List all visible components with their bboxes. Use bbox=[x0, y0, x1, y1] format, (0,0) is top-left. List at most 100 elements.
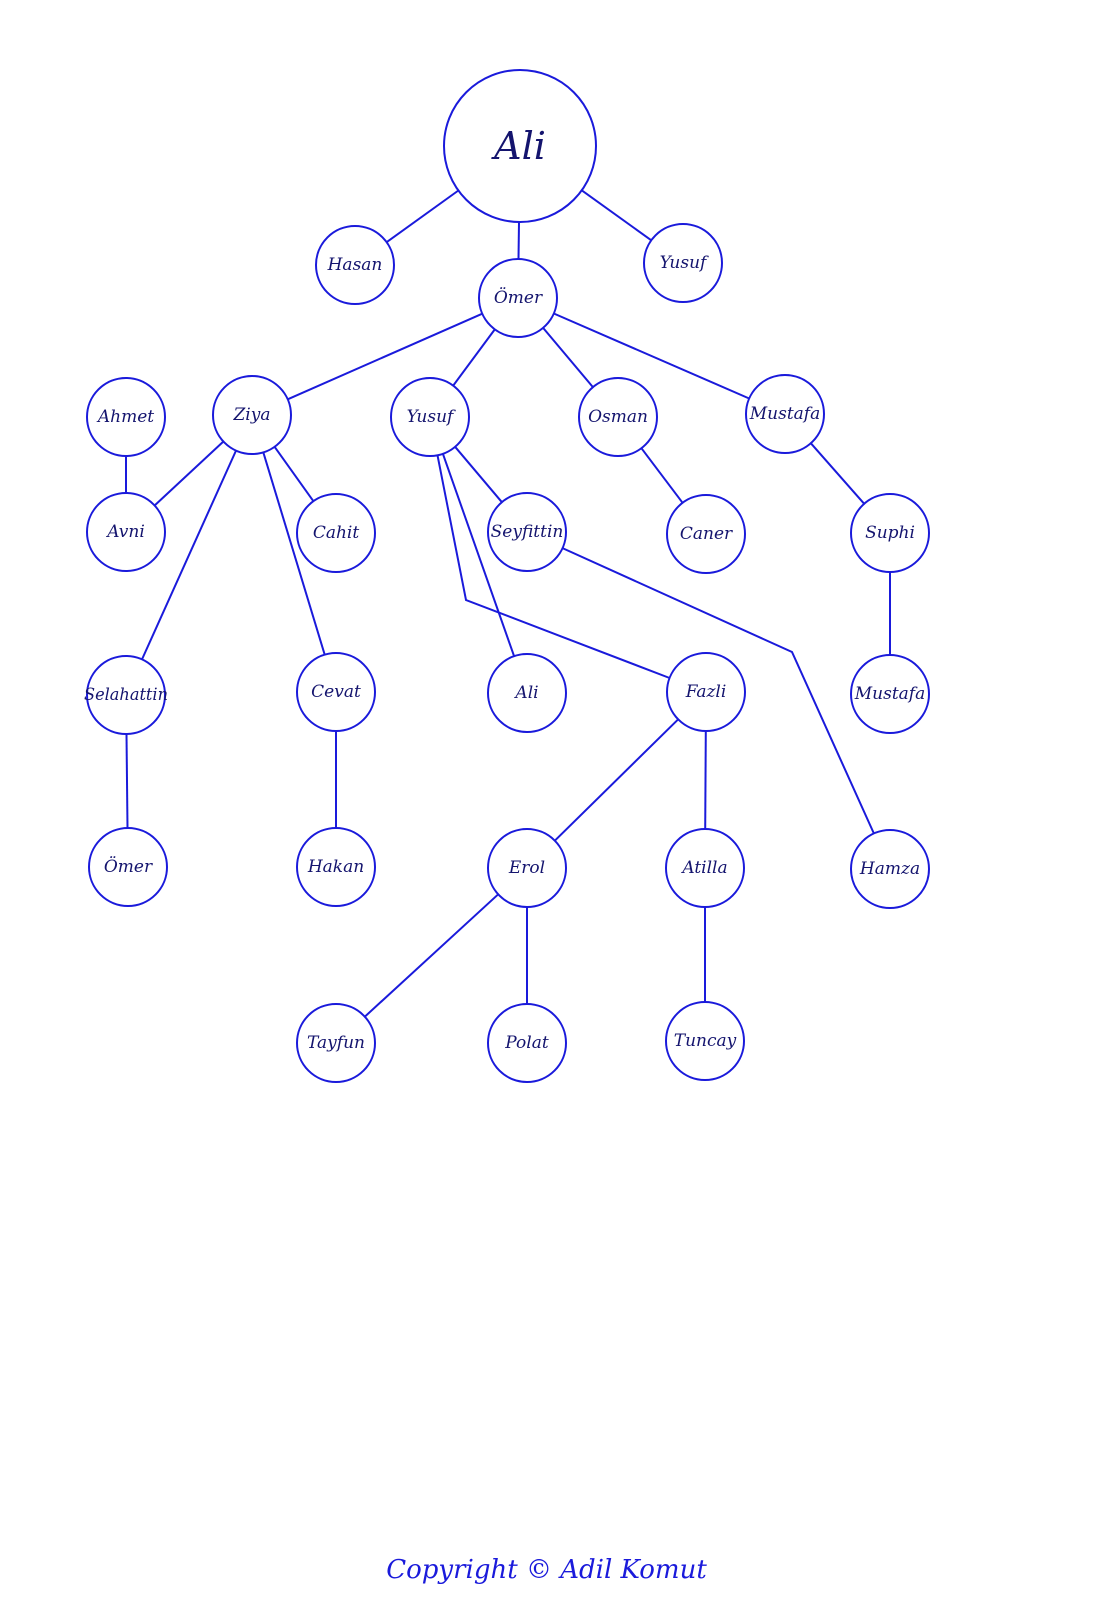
person-node-hamza: Hamza bbox=[850, 829, 930, 909]
person-node-osman: Osman bbox=[578, 377, 658, 457]
node-circle bbox=[666, 494, 746, 574]
edge-ziya-cahit bbox=[273, 446, 315, 502]
edge-erol-tayfun bbox=[364, 893, 499, 1018]
tree-edges bbox=[125, 189, 891, 1018]
person-name-label: Suphi bbox=[865, 523, 915, 543]
person-name-label: Tayfun bbox=[307, 1033, 365, 1053]
person-node-ahmet: Ahmet bbox=[86, 377, 166, 457]
node-circle bbox=[296, 1003, 376, 1083]
node-circle bbox=[86, 492, 166, 572]
person-name-label: Osman bbox=[588, 407, 648, 427]
person-node-caner: Caner bbox=[666, 494, 746, 574]
node-circle bbox=[296, 493, 376, 573]
person-node-fazli: Fazli bbox=[666, 652, 746, 732]
person-name-label: Ziya bbox=[233, 405, 271, 425]
edge-omer-osman bbox=[542, 327, 594, 388]
node-circle bbox=[487, 1003, 567, 1083]
person-name-label: Cevat bbox=[311, 682, 361, 702]
node-circle bbox=[315, 225, 395, 305]
person-node-tuncay: Tuncay bbox=[665, 1001, 745, 1081]
person-node-ali_root: Ali bbox=[443, 69, 597, 223]
edge-ziya-cevat bbox=[262, 452, 326, 655]
person-name-label: Fazli bbox=[685, 682, 727, 702]
node-circle bbox=[88, 827, 168, 907]
person-node-atilla: Atilla bbox=[665, 828, 745, 908]
copyright-text: Copyright © Adil Komut bbox=[386, 1555, 707, 1585]
node-circle bbox=[850, 654, 930, 734]
edge-ziya-selahattin bbox=[141, 450, 237, 660]
person-node-selahattin: Selahattin bbox=[84, 655, 168, 735]
edge-fazli-erol bbox=[554, 718, 679, 842]
person-node-mustafa: Mustafa bbox=[745, 374, 825, 454]
person-name-label: Hasan bbox=[327, 255, 383, 275]
person-name-label: Avni bbox=[105, 522, 145, 542]
node-circle bbox=[487, 828, 567, 908]
person-name-label: Yusuf bbox=[407, 407, 456, 427]
person-node-hakan: Hakan bbox=[296, 827, 376, 907]
person-name-label: Ömer bbox=[494, 287, 543, 308]
node-circle bbox=[443, 69, 597, 223]
person-node-polat: Polat bbox=[487, 1003, 567, 1083]
person-name-label: Erol bbox=[508, 858, 545, 878]
person-name-label: Ali bbox=[513, 683, 538, 703]
person-node-tayfun: Tayfun bbox=[296, 1003, 376, 1083]
person-name-label: Caner bbox=[680, 524, 733, 544]
person-name-label: Seyfittin bbox=[491, 522, 564, 542]
person-name-label: Hakan bbox=[307, 857, 364, 877]
person-name-label: Ali bbox=[491, 124, 546, 168]
person-name-label: Ahmet bbox=[96, 407, 154, 427]
node-circle bbox=[665, 1001, 745, 1081]
edge-yusuf-seyfittin bbox=[454, 446, 503, 503]
node-circle bbox=[390, 377, 470, 457]
person-node-mustafa2: Mustafa bbox=[850, 654, 930, 734]
person-node-omer2: Ömer bbox=[88, 827, 168, 907]
node-circle bbox=[850, 829, 930, 909]
edge-ziya-avni bbox=[153, 440, 225, 507]
node-circle bbox=[296, 827, 376, 907]
edge-selahattin-omer2 bbox=[125, 733, 129, 829]
edge-omer-ziya bbox=[287, 312, 483, 401]
node-circle bbox=[212, 375, 292, 455]
person-node-cahit: Cahit bbox=[296, 493, 376, 573]
person-node-ali2: Ali bbox=[487, 653, 567, 733]
edge-omer-mustafa bbox=[553, 312, 750, 400]
node-circle bbox=[578, 377, 658, 457]
node-circle bbox=[666, 652, 746, 732]
person-node-cevat: Cevat bbox=[296, 652, 376, 732]
person-name-label: Tuncay bbox=[674, 1031, 737, 1051]
edge-osman-caner bbox=[640, 447, 684, 504]
node-circle bbox=[850, 493, 930, 573]
edge-ali_root-hasan bbox=[386, 189, 459, 244]
edge-ali_root-yusuf_top bbox=[581, 189, 652, 242]
person-name-label: Mustafa bbox=[854, 684, 925, 704]
node-circle bbox=[86, 655, 166, 735]
edge-yusuf-fazli bbox=[436, 455, 670, 679]
person-node-seyfittin: Seyfittin bbox=[487, 492, 567, 572]
edge-yusuf-ali2 bbox=[441, 453, 516, 657]
person-name-label: Selahattin bbox=[84, 685, 168, 705]
node-circle bbox=[487, 492, 567, 572]
person-node-yusuf: Yusuf bbox=[390, 377, 470, 457]
person-name-label: Cahit bbox=[313, 523, 360, 543]
person-name-label: Hamza bbox=[859, 859, 920, 879]
node-circle bbox=[487, 653, 567, 733]
edge-omer-yusuf bbox=[452, 328, 496, 387]
node-circle bbox=[643, 223, 723, 303]
person-node-hasan: Hasan bbox=[315, 225, 395, 305]
person-node-suphi: Suphi bbox=[850, 493, 930, 573]
person-node-avni: Avni bbox=[86, 492, 166, 572]
node-circle bbox=[745, 374, 825, 454]
edge-seyfittin-hamza bbox=[562, 547, 875, 834]
person-node-omer: Ömer bbox=[478, 258, 558, 338]
edge-fazli-atilla bbox=[704, 730, 707, 830]
node-circle bbox=[665, 828, 745, 908]
person-name-label: Ömer bbox=[104, 856, 153, 877]
person-name-label: Atilla bbox=[680, 858, 727, 878]
person-name-label: Polat bbox=[504, 1033, 549, 1053]
person-name-label: Yusuf bbox=[660, 253, 709, 273]
node-circle bbox=[86, 377, 166, 457]
person-node-yusuf_top: Yusuf bbox=[643, 223, 723, 303]
person-node-erol: Erol bbox=[487, 828, 567, 908]
